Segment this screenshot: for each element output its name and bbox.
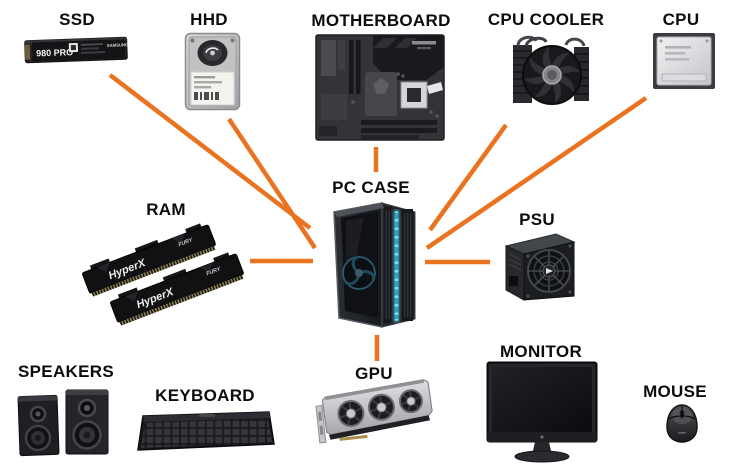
gpu-image [315,379,433,444]
ram-image: HyperX FURY [78,218,248,329]
ssd-model-text: 980 PRO [36,47,73,58]
pc-case-image [333,202,416,328]
gpu-fan [337,400,365,428]
cpu-image [653,33,715,89]
psu-image [504,233,576,301]
label-psu: PSU [519,210,555,229]
keyboard-image [137,411,275,451]
label-monitor: MONITOR [499,342,583,361]
cpu-cooler-image [513,35,589,105]
speakers-image [17,389,109,457]
label-mouse: MOUSE [643,382,707,401]
hhd-image [184,32,241,111]
mouse-scroll-wheel [679,409,685,419]
label-speakers: SPEAKERS [18,362,114,381]
label-ram: RAM [146,200,186,219]
ssd-image: 980 PRO SAMSUNG [24,36,129,64]
label-cpu: CPU [662,10,700,29]
monitor-screen [492,367,592,432]
label-ssd: SSD [59,10,95,29]
ssd-brand-text: SAMSUNG [107,42,129,48]
gpu-fan [367,393,395,421]
mouse-image [666,404,698,443]
label-keyboard: KEYBOARD [155,386,255,405]
gpu-fan [398,389,423,414]
monitor-image [486,361,598,463]
motherboard-image [315,34,445,141]
label-hhd: HHD [190,10,228,29]
label-motherboard: MOTHERBOARD [311,11,451,30]
label-cpu-cooler: CPU COOLER [487,10,605,29]
label-pc-case: PC CASE [332,178,410,197]
label-gpu: GPU [355,364,393,383]
